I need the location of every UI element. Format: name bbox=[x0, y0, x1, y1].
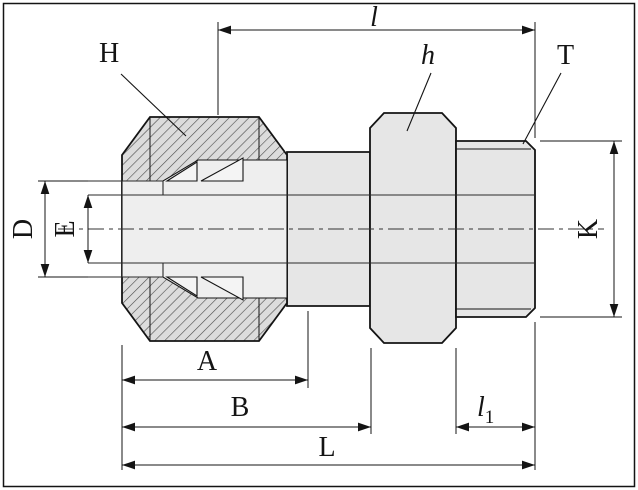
dimension-lines bbox=[40, 25, 619, 470]
body-thread bbox=[455, 140, 536, 318]
body-hex bbox=[369, 112, 457, 344]
dim-label-h-lower: h bbox=[421, 40, 435, 71]
extension-lines bbox=[38, 22, 622, 470]
bore-lines bbox=[88, 180, 535, 278]
leader-T bbox=[522, 72, 562, 145]
fitting-body bbox=[286, 112, 536, 344]
dim-label-l1: l1 bbox=[477, 392, 494, 428]
dim-label-e: E bbox=[50, 220, 81, 238]
dim-label-d: D bbox=[8, 218, 39, 240]
thread-lines bbox=[456, 148, 531, 310]
dim-label-t: T bbox=[557, 40, 575, 71]
dim-label-l1-sub: 1 bbox=[484, 407, 495, 428]
front-ferrule-top bbox=[200, 157, 244, 182]
dim-label-b: B bbox=[230, 392, 250, 423]
leader-lines bbox=[120, 72, 562, 145]
dim-label-l: l bbox=[370, 2, 378, 33]
dim-label-l-total: L bbox=[318, 432, 336, 463]
dim-label-k: K bbox=[573, 218, 604, 240]
ferrules bbox=[165, 157, 244, 301]
front-ferrule-bottom bbox=[200, 276, 244, 301]
leader-H bbox=[120, 73, 187, 137]
dim-label-a: A bbox=[196, 346, 218, 377]
back-ferrule-top bbox=[165, 161, 198, 182]
leader-h bbox=[406, 72, 432, 132]
dim-label-h-upper: H bbox=[99, 38, 120, 69]
dim-label-l1-main: l bbox=[477, 392, 485, 423]
back-ferrule-bottom bbox=[165, 276, 198, 297]
